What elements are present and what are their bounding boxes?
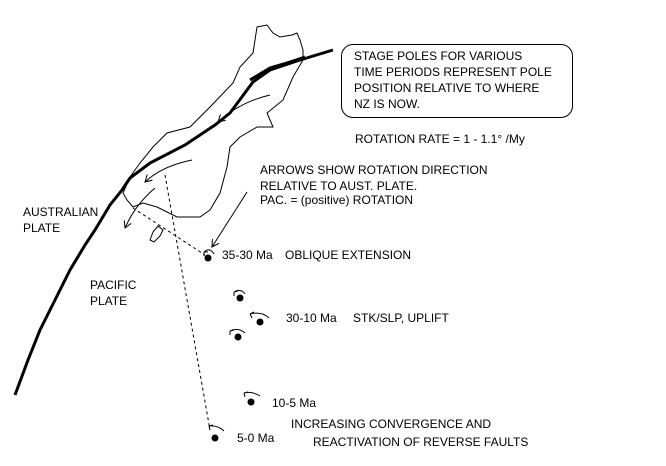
- convergence-note-line: INCREASING CONVERGENCE AND: [291, 417, 492, 431]
- convergence-note-line: REACTIVATION OF REVERSE FAULTS: [313, 435, 529, 449]
- pole-age-label: 10-5 Ma: [272, 396, 317, 410]
- pole-dot: [204, 254, 212, 262]
- rotation-rate: ROTATION RATE = 1 - 1.1° /My: [355, 132, 525, 146]
- pole-rotation-icon: [233, 289, 246, 296]
- pole-dot: [256, 318, 264, 326]
- box-line: POSITION RELATIVE TO WHERE: [354, 81, 540, 95]
- arrows-note-line: RELATIVE TO AUST. PLATE.: [260, 179, 418, 193]
- dashed-pole-path: [132, 207, 206, 256]
- pole-dot: [211, 434, 219, 442]
- stage-poles-note-box: STAGE POLES FOR VARIOUS TIME PERIODS REP…: [341, 44, 573, 118]
- pole-note: STK/SLP, UPLIFT: [353, 311, 449, 325]
- box-line: STAGE POLES FOR VARIOUS: [354, 49, 523, 63]
- pole-age-label: 30-10 Ma: [286, 311, 337, 325]
- australian-plate-label: PLATE: [23, 221, 61, 235]
- australian-plate-label: AUSTRALIAN: [23, 205, 99, 219]
- rotation-arrow: [125, 187, 156, 228]
- pointer-arrow: [212, 191, 248, 247]
- pole-dot: [234, 333, 242, 341]
- pacific-plate-label: PLATE: [90, 294, 128, 308]
- pole-rotation-icon: [229, 328, 246, 335]
- pole-note: OBLIQUE EXTENSION: [285, 248, 412, 262]
- pole-dot: [236, 294, 244, 302]
- alpine-fault: [13, 48, 334, 396]
- arrows-note-line: ARROWS SHOW ROTATION DIRECTION: [260, 163, 488, 177]
- south-island-coastline: [122, 24, 304, 218]
- rotation-arrow: [218, 94, 271, 122]
- rotation-arrow: [145, 159, 193, 182]
- pole-rotation-icon: [203, 249, 215, 256]
- box-line: TIME PERIODS REPRESENT POLE: [354, 65, 552, 79]
- pacific-plate-label: PACIFIC: [90, 278, 137, 292]
- pole-age-label: 5-0 Ma: [237, 431, 275, 445]
- fault-branch: [249, 55, 306, 82]
- pole-age-label: 35-30 Ma: [222, 248, 273, 262]
- stewart-island: [149, 225, 164, 243]
- pole-markers: [203, 249, 270, 442]
- pole-rotation-icon: [249, 311, 270, 319]
- dashed-pole-path: [164, 174, 211, 431]
- pole-rotation-icon: [243, 391, 261, 398]
- arrows-note-line: PAC. = (positive) ROTATION: [260, 193, 414, 207]
- pole-rotation-icon: [208, 424, 225, 432]
- box-line: NZ IS NOW.: [354, 97, 420, 111]
- pole-dot: [247, 398, 255, 406]
